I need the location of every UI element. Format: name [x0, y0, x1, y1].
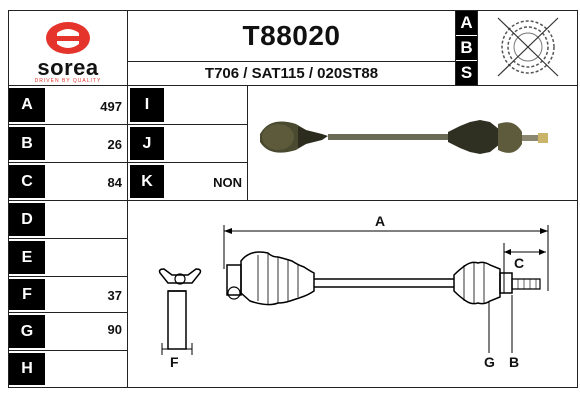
part-code: T88020: [242, 20, 341, 51]
spec-label-e: E: [9, 241, 45, 274]
abs-letter-s: S: [456, 61, 477, 85]
spec-label-a: A: [9, 88, 45, 122]
row-line-1: [8, 124, 247, 125]
dimension-label-a: A: [375, 213, 386, 229]
dimension-label-g: G: [484, 354, 495, 370]
row-line-7: [8, 350, 128, 351]
spec-label-k: K: [130, 165, 164, 198]
row-line-2: [8, 162, 247, 163]
frame-left: [8, 10, 9, 387]
abs-ring-crossed-icon: [497, 17, 559, 77]
brand-name: sorea: [37, 55, 99, 80]
dimension-label-f: F: [170, 354, 179, 370]
reference-numbers: T706 / SAT115 / 020ST88: [204, 65, 379, 82]
abs-divider: [455, 10, 456, 85]
technical-diagram: [158, 225, 549, 355]
row-line-4: [8, 238, 128, 239]
header-mid-line: [127, 61, 455, 62]
abs-letter-a: A: [456, 11, 477, 35]
spec-label-b: B: [9, 127, 45, 160]
header-bottom-line: [8, 85, 578, 86]
spec-value-b: 26: [107, 137, 122, 152]
row-line-5: [8, 276, 128, 277]
mid-col-divider: [247, 85, 248, 200]
spec-value-f: 37: [107, 288, 122, 303]
spec-label-j: J: [130, 127, 164, 160]
frame-top: [8, 10, 578, 11]
spec-value-g: 90: [107, 322, 122, 337]
drive-shaft-photo: [260, 120, 548, 154]
abs-divider-2: [477, 10, 478, 85]
dimension-label-c: C: [514, 255, 525, 271]
dimension-label-b: B: [509, 354, 520, 370]
spec-label-d: D: [9, 203, 45, 236]
spec-label-h: H: [9, 353, 45, 385]
spec-value-a: 497: [100, 99, 122, 114]
frame-right: [577, 10, 578, 387]
sorea-emblem-icon: [46, 22, 90, 54]
spec-label-f: F: [9, 279, 45, 310]
spec-label-g: G: [9, 315, 45, 348]
frame-bottom: [8, 387, 578, 388]
spec-label-i: I: [130, 88, 164, 122]
row-line-3: [8, 200, 578, 201]
spec-value-c: 84: [107, 175, 122, 190]
brand-tagline: DRIVEN BY QUALITY: [34, 78, 102, 84]
spec-value-k: NON: [213, 175, 242, 190]
abs-letter-b: B: [456, 36, 477, 60]
spec-label-c: C: [9, 165, 45, 198]
row-line-6: [8, 312, 128, 313]
brand-logo: sorea DRIVEN BY QUALITY: [9, 11, 127, 85]
logo-divider: [127, 10, 128, 387]
